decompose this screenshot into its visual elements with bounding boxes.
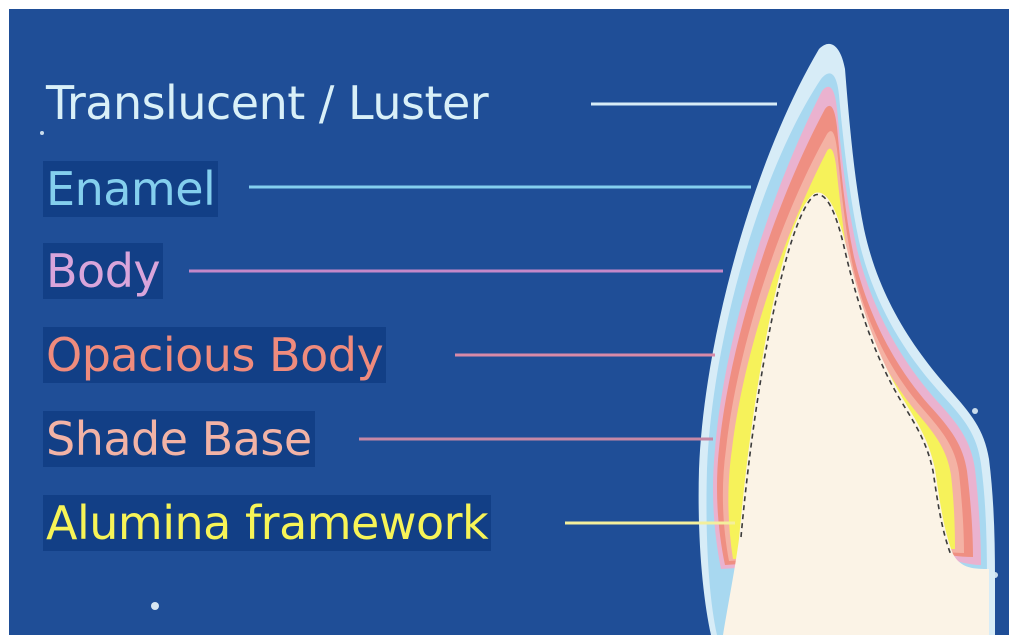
speckle [972, 408, 978, 414]
label-shade-base: Shade Base [43, 411, 315, 467]
label-translucent-luster: Translucent / Luster [43, 75, 491, 131]
label-body: Body [43, 243, 163, 299]
label-enamel: Enamel [43, 161, 218, 217]
speckle [151, 602, 159, 610]
diagram-canvas: Translucent / Luster Enamel Body Opaciou… [9, 9, 1009, 635]
label-alumina-framework: Alumina framework [43, 495, 491, 551]
speckle [40, 131, 44, 135]
label-opacious-body: Opacious Body [43, 327, 386, 383]
